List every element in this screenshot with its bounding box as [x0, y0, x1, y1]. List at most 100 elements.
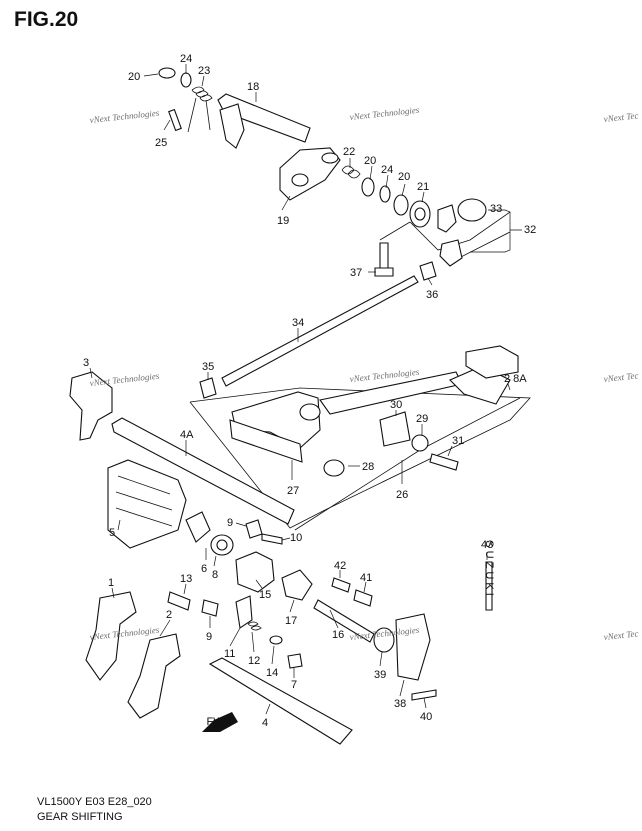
callout: 40	[420, 711, 432, 723]
leader-11	[229, 627, 241, 647]
callout: 14	[266, 667, 278, 679]
leader-5	[117, 519, 121, 531]
washer-20-c	[393, 194, 409, 216]
watermark-text-partial: vNext Tec	[603, 628, 639, 642]
spring-23	[187, 86, 213, 133]
callout: 37	[350, 267, 362, 279]
leader-15	[255, 579, 263, 589]
callout: 20	[128, 71, 140, 83]
plate-9-b	[201, 599, 219, 617]
callout: 17	[285, 615, 297, 627]
callout: 31	[452, 435, 464, 447]
callout: 22	[343, 146, 355, 158]
nut-36	[419, 261, 437, 281]
leader-20c	[401, 183, 406, 197]
callout: 35	[202, 361, 214, 373]
callout: 26	[396, 489, 408, 501]
spring-12	[247, 621, 262, 631]
callout: 3	[83, 357, 89, 369]
leader-10	[281, 537, 291, 541]
callout: 9	[227, 517, 233, 529]
callout: 10	[290, 532, 302, 544]
shift-pedal-group	[229, 345, 519, 477]
leader-20b	[369, 165, 373, 181]
fork-shaft-4	[208, 657, 353, 745]
washer-20	[158, 67, 176, 79]
label-43-text: S U Z U K I	[483, 540, 495, 596]
callout: 42	[334, 560, 346, 572]
callout: 15	[259, 589, 271, 601]
leader-36	[427, 277, 433, 286]
shift-fork-3	[69, 371, 113, 441]
callout: 30	[390, 399, 402, 411]
callout: 7	[291, 679, 297, 691]
oring-39	[373, 627, 395, 653]
spring-42	[331, 577, 351, 593]
leader-16	[329, 609, 339, 629]
joint-32b	[439, 239, 463, 267]
bolt-37-head	[374, 267, 394, 277]
forward-arrow: FWD	[202, 712, 238, 732]
lever-19-hole-2	[321, 152, 339, 164]
callout: 32	[524, 224, 536, 236]
leader-lines	[89, 64, 522, 715]
bolt-31	[429, 453, 459, 471]
callout: 27	[287, 485, 299, 497]
washer-20-b	[361, 177, 375, 197]
callout: 41	[360, 572, 372, 584]
shift-shaft-group	[158, 67, 487, 281]
model-code: VL1500Y E03 E28_020	[37, 796, 152, 808]
callout-labels: 20 24 23 18 25 22 20 24 20 21 33 32 19 3…	[83, 53, 536, 729]
callout: 20	[364, 155, 376, 167]
watermark-text-partial: vNext Tec	[603, 370, 639, 384]
watermark-text: vNext Technologies	[89, 108, 160, 125]
leader-2	[159, 619, 171, 637]
pedal-arm-hole	[299, 403, 321, 421]
callout: 8	[212, 569, 218, 581]
leader-9	[235, 522, 247, 527]
shift-fork-group	[69, 371, 353, 745]
leader-31	[447, 445, 453, 457]
watermark-text: vNext Technologies	[349, 105, 420, 122]
leader-12	[251, 631, 255, 653]
callout: 24	[180, 53, 192, 65]
shift-rod-group	[199, 275, 419, 399]
callout: 38	[394, 698, 406, 710]
callout: 23	[198, 65, 210, 77]
leader-28A	[507, 383, 511, 391]
spring-22	[341, 165, 361, 179]
callout: 6	[201, 563, 207, 575]
callout: 21	[417, 181, 429, 193]
washer-14	[269, 635, 283, 645]
pawl-11	[235, 595, 253, 629]
bolt-28	[323, 459, 345, 477]
callout: 29	[416, 413, 428, 425]
leader-8	[213, 555, 217, 567]
bolt-10	[261, 533, 283, 545]
lever-19-hole	[291, 173, 309, 187]
callout: 19	[277, 215, 289, 227]
fork-shaft-4A	[111, 417, 295, 525]
callout: 20	[398, 171, 410, 183]
callout: 16	[332, 629, 344, 641]
leader-40	[423, 697, 427, 709]
leader-25	[163, 119, 171, 131]
collar-30	[379, 411, 411, 447]
watermark-text: vNext Technologies	[89, 371, 160, 388]
exploded-parts-diagram: S U Z U K I FWD	[69, 53, 639, 745]
callout: 4A	[180, 429, 194, 441]
watermark-text-partial: vNext Tec	[603, 110, 639, 124]
bolt-16	[313, 599, 375, 643]
washer-29	[411, 434, 429, 452]
callout: 36	[426, 289, 438, 301]
ring-24	[180, 72, 192, 88]
leader-19	[281, 195, 291, 211]
callout: 24	[381, 164, 393, 176]
bolt-25	[168, 108, 182, 132]
cam-end-6	[185, 511, 211, 543]
leader-14	[271, 645, 275, 665]
callout: 28	[362, 461, 374, 473]
callout: 9	[206, 631, 212, 643]
leader-23	[201, 75, 205, 87]
callout: 2 8A	[504, 373, 527, 385]
